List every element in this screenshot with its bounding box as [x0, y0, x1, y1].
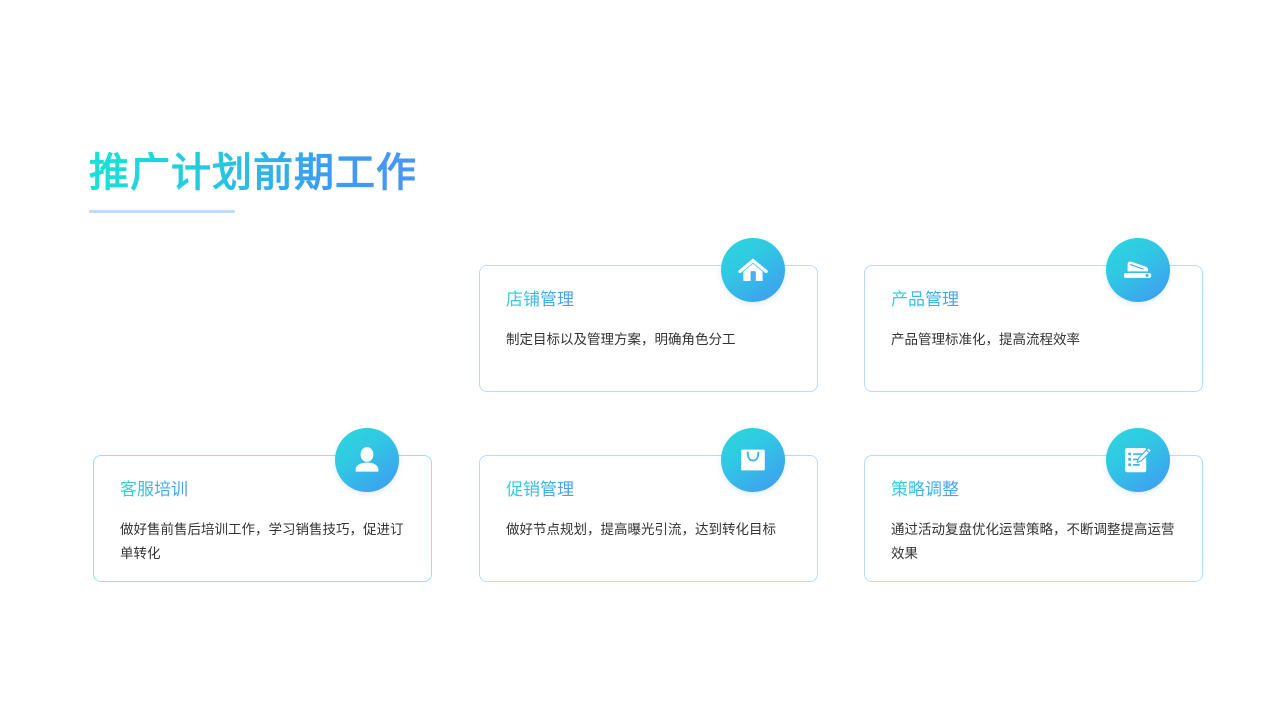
home-icon [738, 258, 768, 282]
card-shop-title: 店铺管理 [506, 289, 574, 311]
card-promotion-icon-bubble [721, 428, 785, 492]
card-service-title: 客服培训 [120, 479, 188, 501]
person-icon [355, 447, 379, 472]
card-product-body: 产品管理标准化，提高流程效率 [891, 332, 1080, 347]
checklist-edit-icon [1125, 447, 1153, 473]
card-promotion-title: 促销管理 [506, 479, 574, 501]
card-service-icon-bubble [335, 428, 399, 492]
card-product-title: 产品管理 [891, 289, 959, 311]
card-shop-body: 制定目标以及管理方案，明确角色分工 [506, 332, 736, 347]
title-block: 推广计划前期工作 [89, 148, 417, 213]
title-underline [89, 210, 235, 213]
card-product-icon-bubble [1106, 238, 1170, 302]
card-strategy-icon-bubble [1106, 428, 1170, 492]
shopping-bag-icon [741, 449, 765, 471]
card-promotion-body: 做好节点规划，提高曝光引流，达到转化目标 [506, 522, 776, 537]
stapler-icon [1124, 261, 1152, 278]
card-shop-icon-bubble [721, 238, 785, 302]
card-strategy-title: 策略调整 [891, 479, 959, 501]
card-service-body: 做好售前售后培训工作，学习销售技巧，促进订单转化 [120, 522, 404, 561]
page-title: 推广计划前期工作 [89, 148, 417, 198]
card-strategy-body: 通过活动复盘优化运营策略，不断调整提高运营效果 [891, 522, 1175, 561]
